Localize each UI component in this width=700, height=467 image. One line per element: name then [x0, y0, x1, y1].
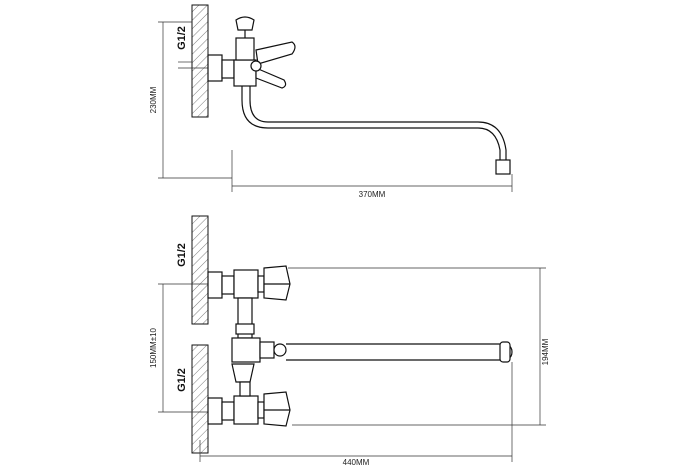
handle-top	[255, 41, 296, 65]
length-dimension-top-label: 370MM	[359, 190, 386, 199]
spout-height-dimension: 194MM	[288, 267, 550, 426]
spout-tip-front	[499, 341, 511, 363]
front-view: G1/2 G1/2 150MM±10	[149, 215, 550, 467]
length-dimension-top: 370MM	[231, 150, 513, 199]
lower-eccentric-fitting	[207, 397, 223, 425]
upper-eccentric-fitting	[207, 271, 223, 299]
shower-holder-hook	[235, 16, 255, 31]
lower-valve-body	[233, 395, 259, 425]
spout-height-dimension-label: 194MM	[541, 338, 550, 365]
spout-pipe-front	[286, 343, 513, 361]
thread-label-top: G1/2	[176, 26, 188, 50]
upper-valve-body	[233, 269, 259, 299]
height-dimension-top-label: 230MM	[149, 86, 158, 113]
spout-pipe-top	[241, 86, 501, 162]
wall-lower	[191, 344, 209, 454]
eccentric-fitting-top	[207, 54, 223, 82]
diverter-junction	[231, 337, 261, 363]
wall-top	[191, 4, 209, 118]
wall-upper	[191, 215, 209, 325]
inlet-spacing-dimension: 150MM±10	[149, 283, 230, 413]
total-length-dimension: 440MM	[199, 362, 513, 467]
total-length-dimension-label: 440MM	[343, 458, 370, 467]
shower-holder-front	[231, 363, 255, 383]
lower-valve-handle	[263, 391, 291, 427]
thread-label-lower: G1/2	[176, 368, 188, 392]
upper-valve-handle	[263, 265, 291, 301]
thread-label-upper: G1/2	[176, 243, 188, 267]
height-dimension-top: 230MM	[149, 21, 232, 179]
top-view: 230MM G1/2 370MM	[149, 4, 513, 199]
aerator-top	[495, 159, 511, 175]
inlet-spacing-dimension-label: 150MM±10	[149, 327, 158, 368]
